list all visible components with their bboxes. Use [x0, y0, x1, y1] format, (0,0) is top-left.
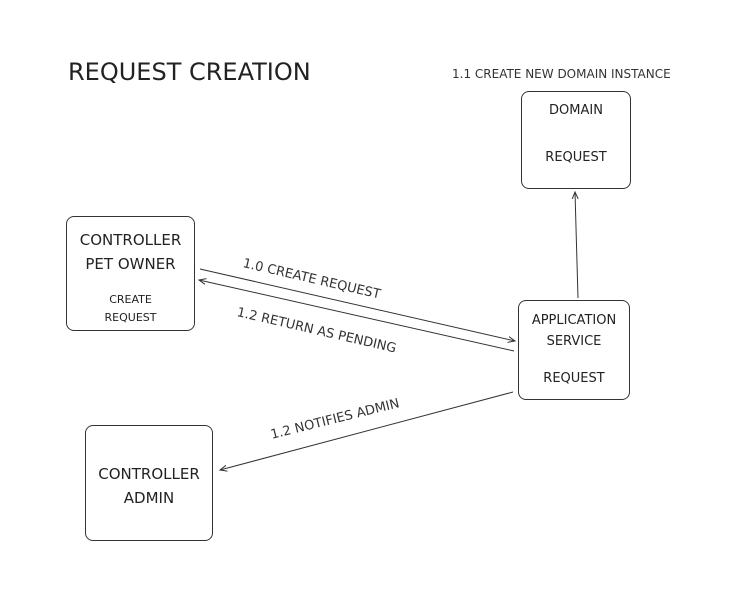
node-domain-line2: REQUEST — [545, 150, 607, 165]
node-domain-line1: DOMAIN — [549, 103, 603, 118]
node-app-service-line1: APPLICATION — [531, 313, 617, 328]
node-app-service-line2: SERVICE — [546, 334, 602, 349]
node-app-service-line3: REQUEST — [543, 371, 605, 386]
edge-notifies-admin — [220, 391, 514, 470]
node-pet-owner-line1: CONTROLLER — [79, 231, 182, 249]
edge-return-as-pending — [199, 280, 515, 352]
edge-create-domain-instance — [575, 192, 578, 299]
node-admin-line2: ADMIN — [123, 489, 175, 507]
node-application-service[interactable]: APPLICATION SERVICE REQUEST — [518, 300, 630, 400]
node-controller-admin[interactable]: CONTROLLER ADMIN — [85, 425, 213, 541]
node-domain[interactable]: DOMAIN REQUEST — [521, 91, 631, 189]
node-pet-owner-line3: CREATE — [109, 293, 152, 306]
edge-create-request — [199, 268, 515, 341]
annotation-create-domain-instance: 1.1 CREATE NEW DOMAIN INSTANCE — [452, 67, 671, 81]
node-admin-line1: CONTROLLER — [98, 465, 200, 483]
diagram-title: REQUEST CREATION — [68, 58, 311, 86]
node-controller-pet-owner[interactable]: CONTROLLER PET OWNER CREATE REQUEST — [66, 216, 195, 331]
node-pet-owner-line2: PET OWNER — [85, 255, 176, 273]
node-pet-owner-line4: REQUEST — [104, 311, 157, 324]
